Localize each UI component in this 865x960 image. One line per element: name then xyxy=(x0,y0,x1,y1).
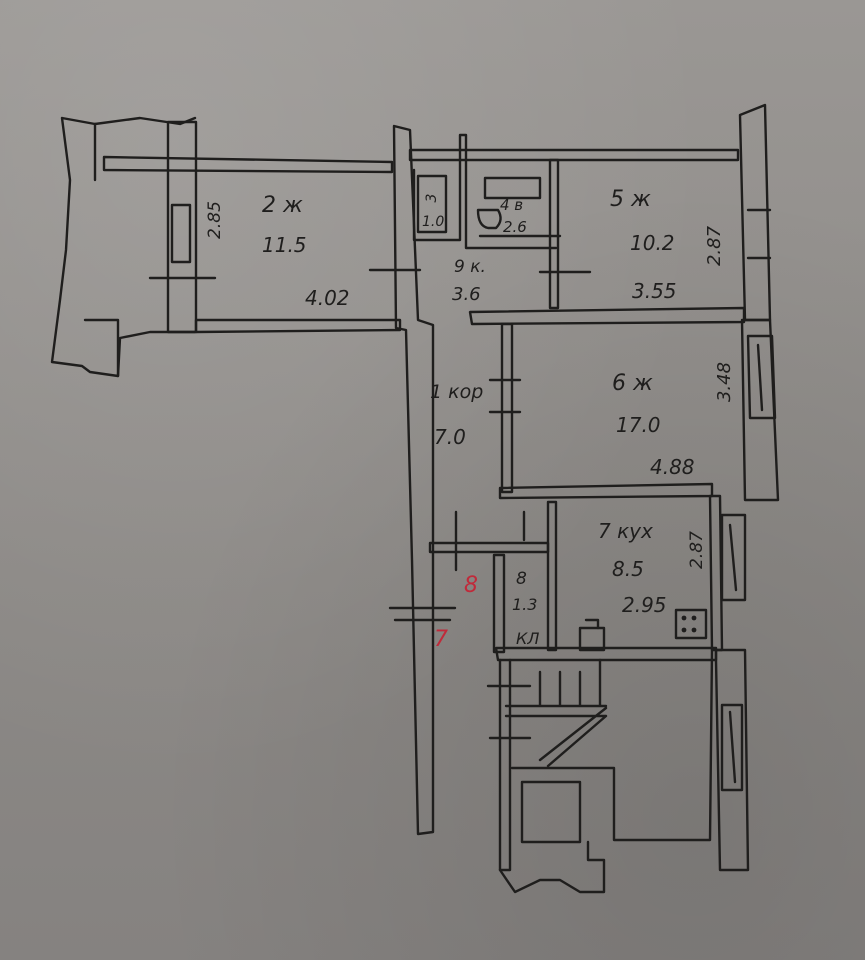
room-3-label: 3 xyxy=(424,194,440,203)
room-7-width: 2.87 xyxy=(687,531,707,569)
room-7-label: 7 кух xyxy=(598,519,653,543)
room-6-width: 3.48 xyxy=(714,362,735,402)
room-4-area: 2.6 xyxy=(503,218,527,236)
room-2-label: 2 ж xyxy=(262,193,303,218)
room-6-length: 4.88 xyxy=(650,455,695,479)
room-2-length: 4.02 xyxy=(305,286,350,310)
room-4-label: 4 в xyxy=(500,196,523,214)
room-5-label: 5 ж xyxy=(610,187,651,212)
storage-label: КЛ xyxy=(516,629,539,648)
staircase xyxy=(498,658,608,872)
red-annotation-7: 7 xyxy=(434,627,448,652)
room-8-label: 8 xyxy=(516,569,527,589)
room-1-label: 1 кор xyxy=(430,381,483,403)
room-2-area: 11.5 xyxy=(262,233,307,257)
room-8-area: 1.3 xyxy=(512,595,537,614)
room-5-width: 2.87 xyxy=(704,225,725,266)
room-1-area: 7.0 xyxy=(434,425,466,449)
room-9-area: 3.6 xyxy=(452,284,481,305)
room-6-label: 6 ж xyxy=(612,371,653,396)
room-2-top-wall xyxy=(102,155,394,174)
room-2-width: 2.85 xyxy=(205,201,225,239)
stove-icon xyxy=(681,615,697,633)
room-7-length: 2.95 xyxy=(622,593,667,617)
room-7-area: 8.5 xyxy=(612,557,644,581)
room-9-label: 9 к. xyxy=(454,257,486,277)
room-3-area: 1.0 xyxy=(422,214,444,230)
red-annotation-8: 8 xyxy=(464,573,478,598)
room-5-length: 3.55 xyxy=(632,279,677,303)
room-6-area: 17.0 xyxy=(616,413,661,437)
room-5-area: 10.2 xyxy=(630,231,675,255)
